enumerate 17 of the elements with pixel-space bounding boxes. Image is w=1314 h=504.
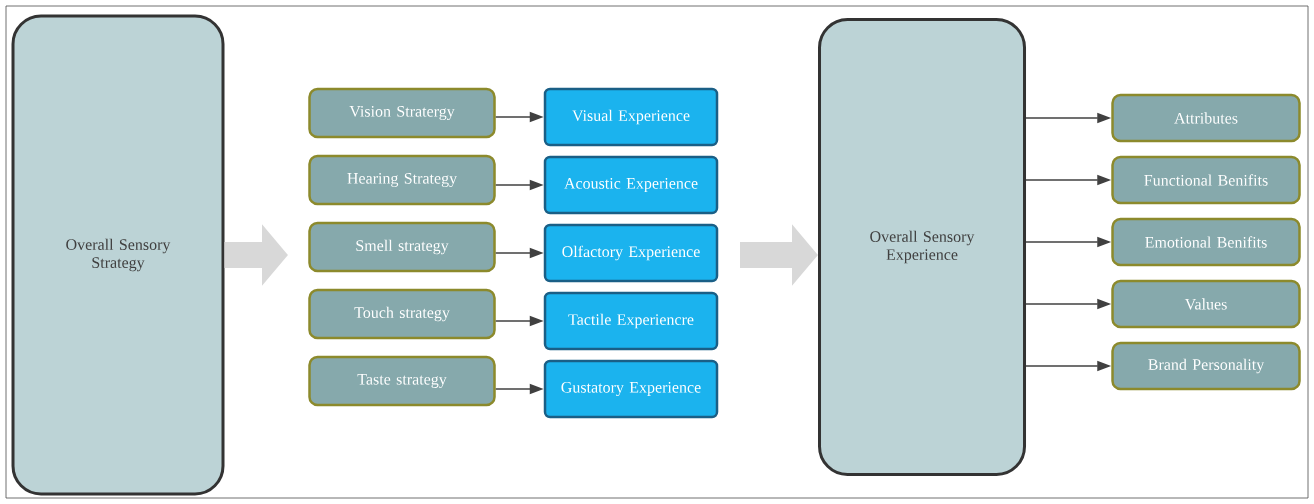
stage-box: Overall Sensory Strategy <box>11 14 225 496</box>
outcome-box: Values <box>1111 279 1301 329</box>
outcome-box: Emotional Benifits <box>1111 217 1301 267</box>
stage-box: Overall Sensory Experience <box>818 18 1026 476</box>
outcome-box: Brand Personality <box>1111 341 1301 391</box>
experience-box: Gustatory Experience <box>543 359 719 419</box>
experience-box: Acoustic Experience <box>543 155 719 215</box>
strategy-box: Vision Stratergy <box>308 87 496 139</box>
experience-box: Visual Experience <box>543 87 719 147</box>
strategy-box: Taste strategy <box>308 355 496 407</box>
strategy-box: Touch strategy <box>308 288 496 340</box>
outcome-box: Attributes <box>1111 93 1301 143</box>
outcome-box: Functional Benifits <box>1111 155 1301 205</box>
experience-box: Tactile Experiencre <box>543 291 719 351</box>
experience-box: Olfactory Experience <box>543 223 719 283</box>
strategy-box: Hearing Strategy <box>308 154 496 206</box>
strategy-box: Smell strategy <box>308 221 496 273</box>
